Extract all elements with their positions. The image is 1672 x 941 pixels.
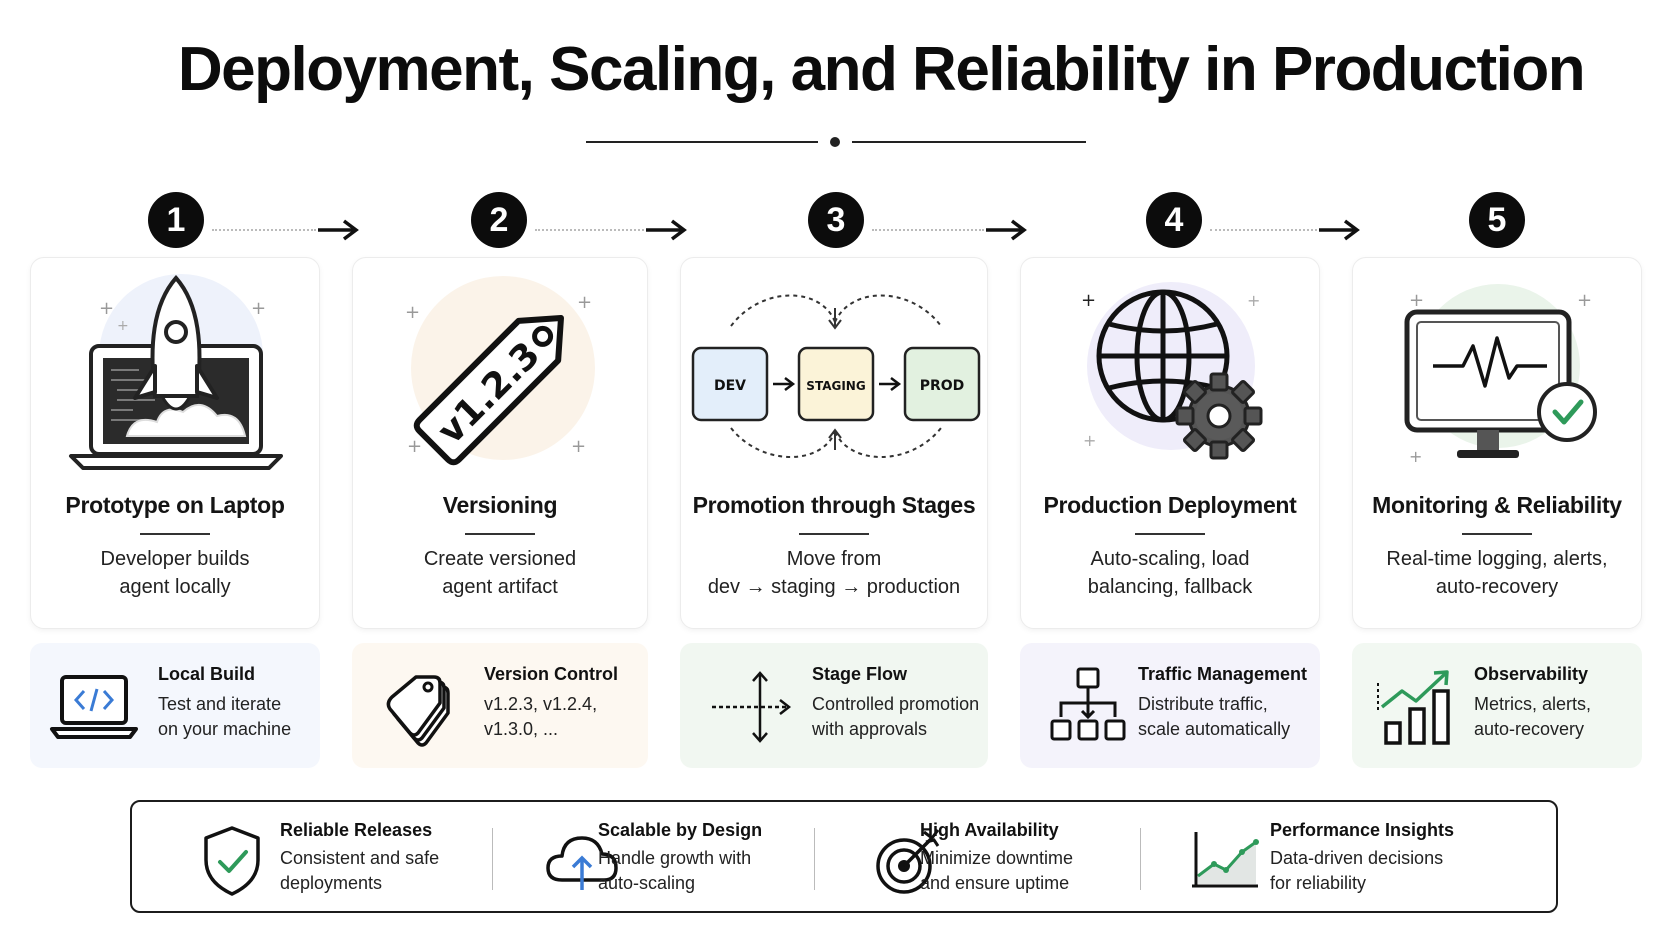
benefit-title: High Availability — [920, 820, 1059, 840]
svg-text:+: + — [405, 302, 420, 323]
benefit-description: Minimize downtime and ensure uptime — [920, 848, 1074, 893]
rocket-laptop-icon: + + + — [69, 274, 283, 470]
step-title: Promotion through Stages — [692, 492, 976, 518]
detail-title: Traffic Management — [1138, 664, 1308, 684]
benefit-reliable-releases: Reliable Releases Consistent and safe de… — [192, 820, 472, 900]
step-number-1: 1 — [148, 192, 204, 248]
step-number-5: 5 — [1469, 192, 1525, 248]
detail-description: Controlled promotion with approvals — [812, 694, 980, 739]
detail-title: Version Control — [484, 664, 619, 684]
step-connector-1 — [212, 218, 362, 242]
benefit-title: Performance Insights — [1270, 820, 1455, 840]
arrow-right-icon — [646, 219, 687, 241]
step-description: Auto-scaling, load balancing, fallback — [1087, 548, 1253, 598]
shield-check-icon — [204, 826, 260, 896]
detail-description: Metrics, alerts, auto-recovery — [1474, 694, 1592, 739]
stage-staging-label: STAGING — [806, 379, 865, 393]
svg-text:+: + — [251, 298, 266, 319]
svg-text:+: + — [1083, 431, 1096, 450]
title-divider — [586, 137, 1086, 147]
step-description: Developer builds agent locally — [100, 548, 250, 598]
benefit-description: Data-driven decisions for reliability — [1270, 848, 1444, 893]
detail-observability: Observability Metrics, alerts, auto-reco… — [1352, 643, 1642, 768]
step-description: Create versioned agent artifact — [423, 548, 577, 598]
benefit-performance-insights: Performance Insights Data-driven decisio… — [1186, 820, 1506, 900]
benefit-description: Consistent and safe deployments — [280, 848, 440, 893]
step-card-prototype: + + + Prototype on Laptop Developer buil… — [30, 257, 320, 629]
svg-text:+: + — [1409, 447, 1422, 466]
detail-description: Distribute traffic, scale automatically — [1138, 694, 1291, 739]
globe-gear-icon: + + + — [1081, 282, 1263, 460]
benefit-scalable-by-design: Scalable by Design Handle growth with au… — [542, 820, 832, 900]
benefit-high-availability: High Availability Minimize downtime and … — [870, 820, 1170, 900]
cloud-upload-icon — [546, 836, 618, 890]
stage-prod-label: PROD — [920, 378, 965, 394]
detail-version-control: Version Control v1.2.3, v1.2.4, v1.3.0, … — [352, 643, 648, 768]
step-title: Monitoring & Reliability — [1372, 492, 1622, 518]
laptop-code-icon — [50, 675, 138, 739]
benefits-bar: Reliable Releases Consistent and safe de… — [130, 800, 1558, 913]
detail-title: Stage Flow — [812, 664, 908, 684]
step-card-production: + + + Production D — [1020, 257, 1320, 629]
version-tag-icon: + + + + v1.2.3 — [405, 276, 595, 466]
svg-text:+: + — [1409, 290, 1424, 311]
target-icon — [876, 829, 940, 894]
svg-text:+: + — [1247, 291, 1260, 310]
detail-traffic-management: Traffic Management Distribute traffic, s… — [1020, 643, 1320, 768]
detail-stage-flow: Stage Flow Controlled promotion with app… — [680, 643, 988, 768]
hierarchy-icon — [1050, 667, 1126, 741]
trend-chart-icon — [1192, 832, 1259, 888]
step-description: Real-time logging, alerts, auto-recovery — [1386, 548, 1608, 598]
arrow-right-icon — [318, 219, 359, 241]
step-title: Versioning — [442, 492, 558, 518]
flow-arrows-icon — [712, 671, 792, 743]
svg-text:+: + — [407, 436, 422, 457]
step-card-versioning: + + + + v1.2.3 Versioning Create version… — [352, 257, 648, 629]
detail-title: Observability — [1474, 664, 1589, 684]
bar-chart-icon — [1377, 670, 1450, 745]
arrow-right-icon — [1319, 219, 1360, 241]
step-number-3: 3 — [808, 192, 864, 248]
step-number-2: 2 — [471, 192, 527, 248]
step-connector-2 — [535, 218, 690, 242]
svg-text:+: + — [99, 298, 114, 319]
detail-description: v1.2.3, v1.2.4, v1.3.0, ... — [484, 694, 598, 739]
svg-text:+: + — [1081, 290, 1096, 311]
step-title: Prototype on Laptop — [65, 492, 285, 518]
tags-icon — [386, 675, 450, 747]
benefit-title: Reliable Releases — [280, 820, 433, 840]
step-card-promotion: DEV STAGING PROD Promotion through Stage… — [680, 257, 988, 629]
step-card-monitoring: + + + Monitoring & Reliability Real-time… — [1352, 257, 1642, 629]
stage-dev-label: DEV — [714, 378, 746, 394]
benefit-title: Scalable by Design — [598, 820, 763, 840]
svg-text:+: + — [577, 292, 592, 313]
step-description: Move from dev → staging → production — [707, 548, 961, 598]
step-number-4: 4 — [1146, 192, 1202, 248]
step-connector-4 — [1210, 218, 1363, 242]
svg-text:+: + — [1577, 290, 1592, 311]
detail-description: Test and iterate on your machine — [158, 694, 292, 739]
benefit-description: Handle growth with auto-scaling — [598, 848, 752, 893]
detail-local-build: Local Build Test and iterate on your mac… — [30, 643, 320, 768]
page-title: Deployment, Scaling, and Reliability in … — [177, 35, 1586, 104]
detail-title: Local Build — [158, 664, 256, 684]
stage-pipeline-icon: DEV STAGING PROD — [691, 294, 981, 458]
step-connector-3 — [872, 218, 1030, 242]
monitor-check-icon: + + + — [1404, 284, 1597, 466]
svg-text:+: + — [571, 436, 586, 457]
arrow-right-icon — [986, 219, 1027, 241]
svg-text:+: + — [117, 318, 129, 334]
step-title: Production Deployment — [1043, 492, 1297, 518]
